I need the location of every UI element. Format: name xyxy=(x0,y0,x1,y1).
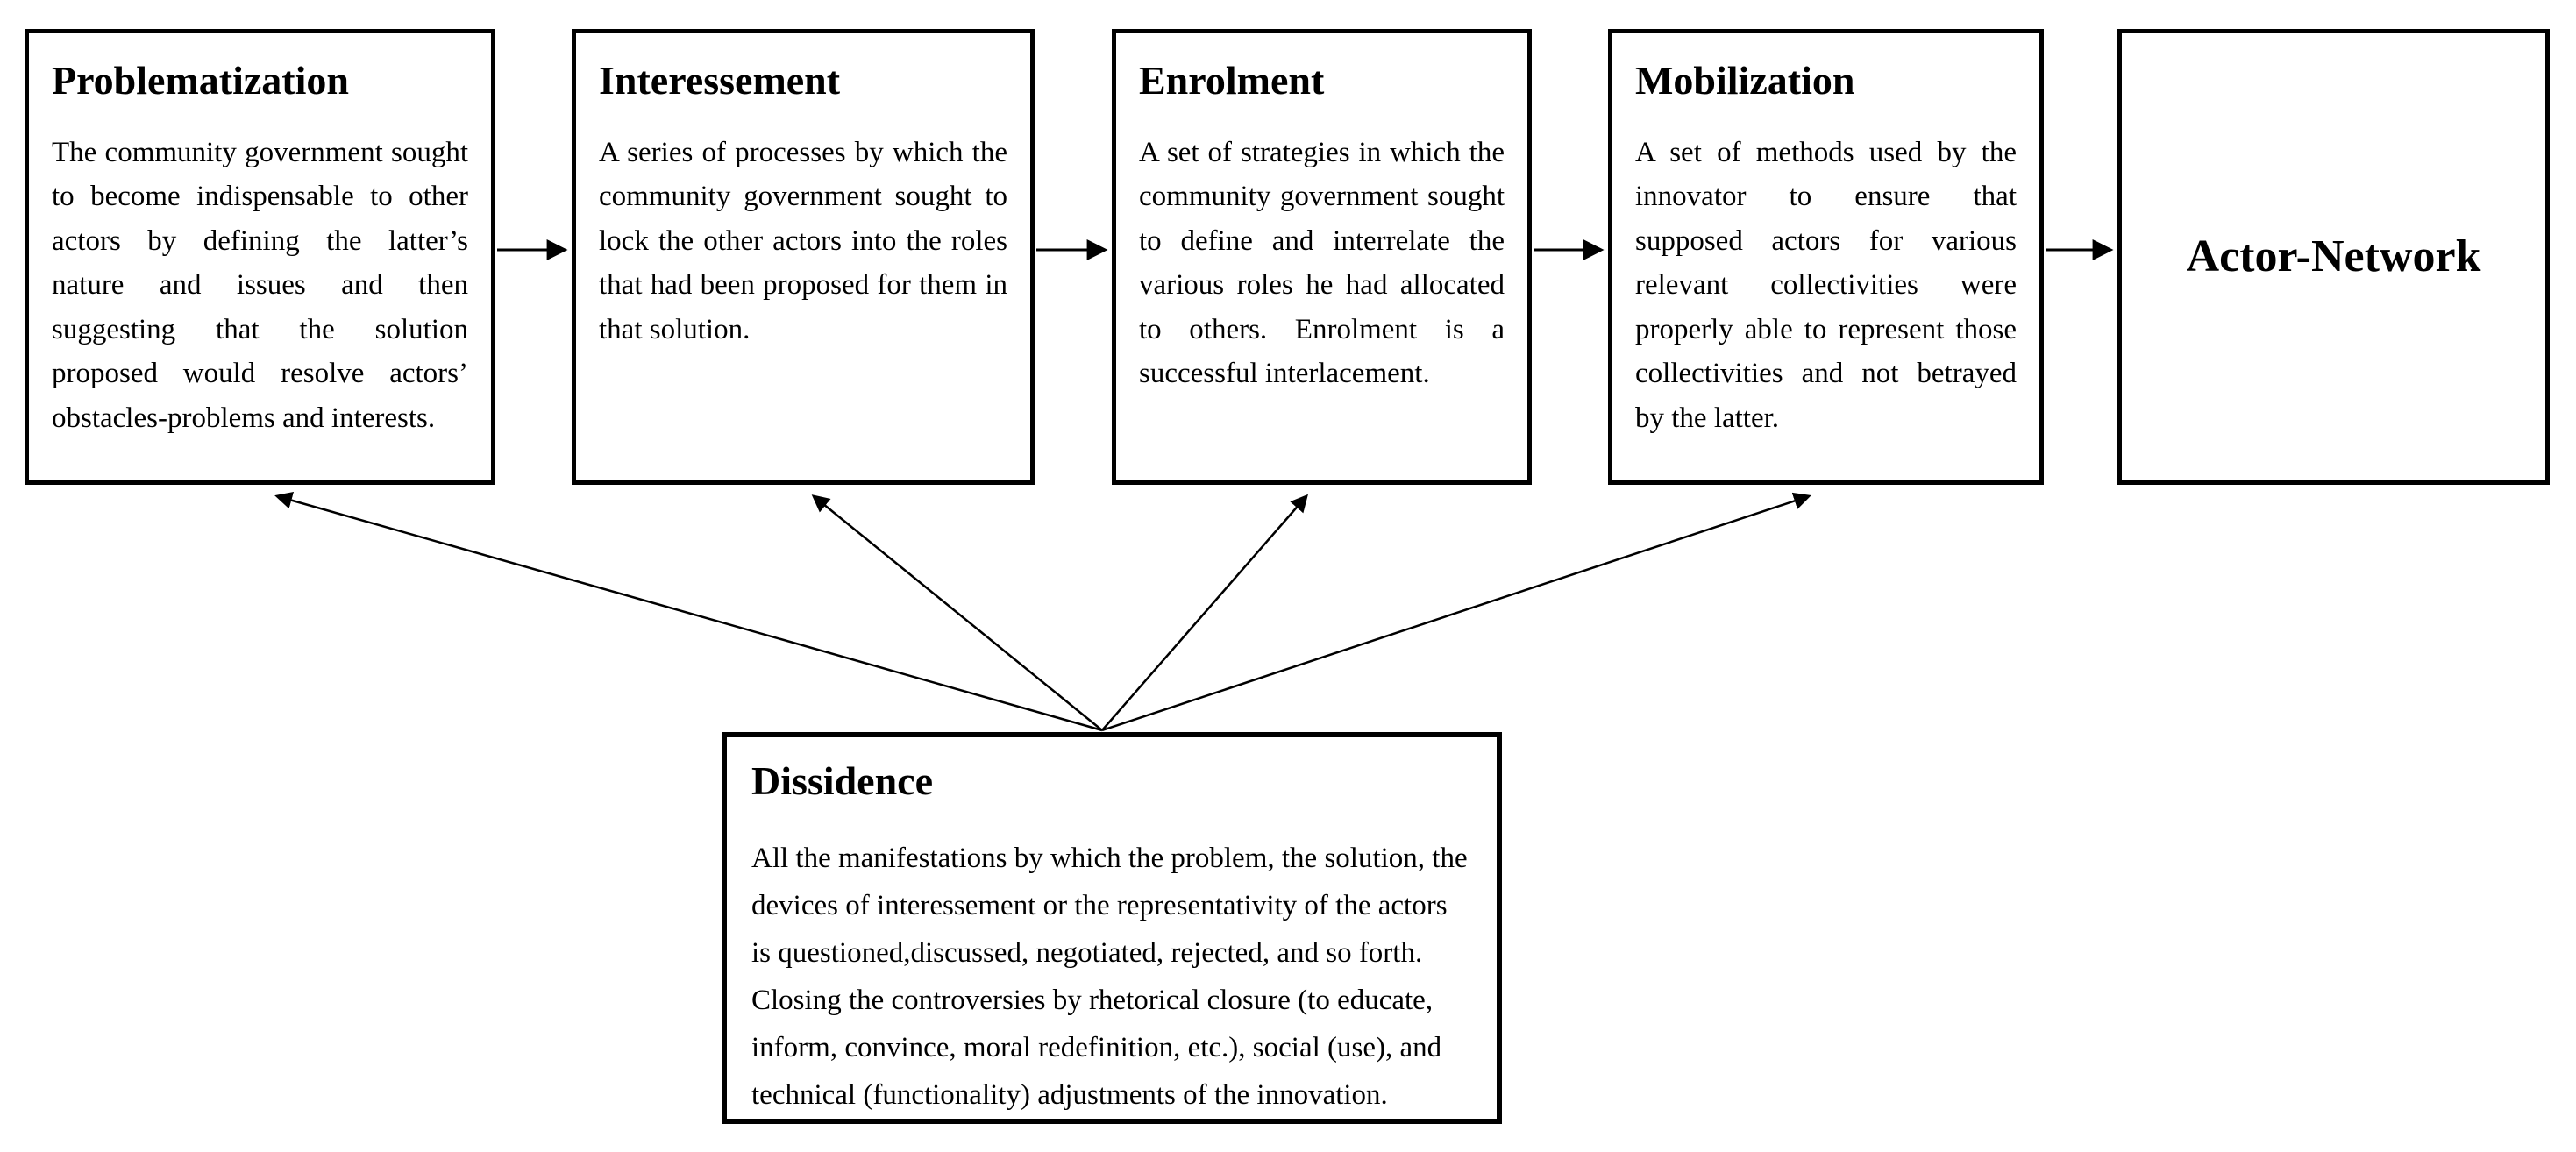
box-problematization-body: The community government sought to becom… xyxy=(52,136,468,434)
arrow-dissidence-to-enrolment xyxy=(1101,494,1308,731)
arrow-dissidence-to-problematization xyxy=(274,492,1103,732)
box-interessement: Interessement A series of processes by w… xyxy=(572,29,1035,485)
box-dissidence: Dissidence All the manifestations by whi… xyxy=(722,732,1502,1124)
box-mobilization-title: Mobilization xyxy=(1635,58,1855,103)
box-problematization-title: Problematization xyxy=(52,58,349,103)
box-enrolment: Enrolment A set of strategies in which t… xyxy=(1112,29,1532,485)
box-interessement-title: Interessement xyxy=(599,58,841,103)
box-problematization: Problematization The community governmen… xyxy=(25,29,495,485)
box-mobilization-body: A set of methods used by the innovator t… xyxy=(1635,136,2017,434)
box-mobilization: Mobilization A set of methods used by th… xyxy=(1608,29,2044,485)
box-dissidence-body: All the manifestations by which the prob… xyxy=(751,842,1468,1112)
arrow-dissidence-to-mobilization xyxy=(1101,492,1811,732)
box-enrolment-title: Enrolment xyxy=(1139,58,1325,103)
arrow-dissidence-to-interessement xyxy=(811,494,1103,731)
box-enrolment-body: A set of strategies in which the communi… xyxy=(1139,136,1505,390)
box-actor-network-title: Actor-Network xyxy=(2186,231,2481,282)
box-actor-network: Actor-Network xyxy=(2117,29,2550,485)
box-interessement-body: A series of processes by which the commu… xyxy=(599,136,1007,345)
box-dissidence-title: Dissidence xyxy=(751,758,933,803)
